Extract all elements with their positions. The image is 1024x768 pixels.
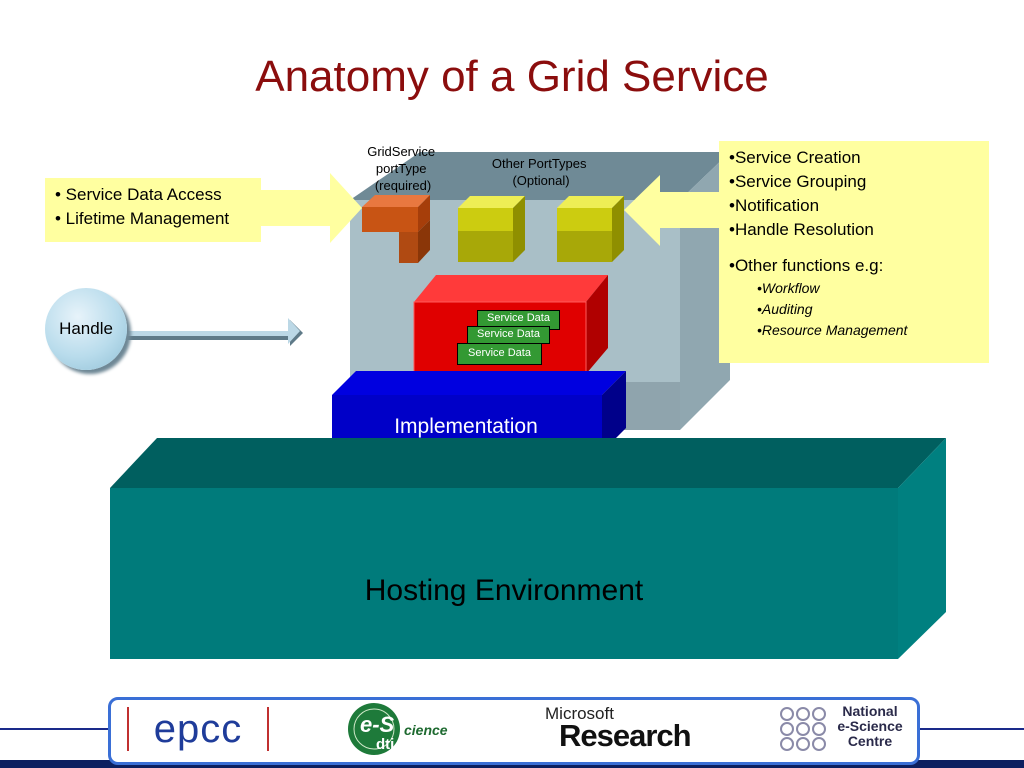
callout-item-lifetime-management: • Lifetime Management (55, 209, 230, 228)
callout-item-service-creation: •Service Creation (729, 148, 861, 167)
sub-item-workflow: •Workflow (757, 280, 820, 296)
nesc-logo: National e-Science Centre (779, 704, 909, 752)
hosting-environment-label: Hosting Environment (365, 574, 644, 607)
implementation-label: Implementation (394, 415, 538, 438)
gridservice-porttype-label: GridService portType (required) (367, 144, 439, 193)
other-porttypes-label: Other PortTypes (Optional) (492, 156, 590, 188)
handle-label: Handle (59, 319, 113, 338)
hosting-environment-block: Hosting Environment (110, 438, 946, 659)
callout-item-service-grouping: •Service Grouping (729, 172, 867, 191)
escience-globe-icon (348, 703, 400, 755)
gridservice-porttype-block (362, 195, 430, 263)
handle-arrow (124, 318, 303, 346)
handle-circle: Handle (45, 288, 127, 370)
sub-item-resource-management: •Resource Management (757, 322, 908, 338)
optional-porttype-block-2 (557, 196, 624, 262)
nesc-logo-text: National e-Science Centre (837, 703, 903, 749)
service-data-label-1: Service Data (477, 310, 560, 330)
right-callout-box: •Service Creation •Service Grouping •Not… (719, 141, 989, 363)
footer-line-right (916, 728, 1024, 730)
left-callout-arrow (260, 173, 362, 243)
left-callout-box: • Service Data Access • Lifetime Managem… (45, 178, 261, 242)
footer-line-left (0, 728, 108, 730)
right-callout-arrow (624, 175, 719, 246)
callout-item-notification: •Notification (729, 196, 820, 215)
callout-item-handle-resolution: •Handle Resolution (729, 220, 874, 239)
service-data-label-2: Service Data (467, 326, 550, 344)
nesc-circles-icon (780, 707, 826, 751)
page-title: Anatomy of a Grid Service (255, 52, 769, 101)
callout-item-other-functions: •Other functions e.g: (729, 256, 884, 275)
epcc-logo: epcc (127, 707, 269, 751)
callout-item-service-data-access: • Service Data Access (55, 185, 222, 204)
microsoft-research-logo: Microsoft Research (545, 704, 692, 753)
optional-porttype-block-1 (458, 196, 525, 262)
escience-dti-logo: e-S cience dti (346, 702, 456, 756)
service-data-label-3: Service Data (457, 343, 542, 365)
sub-item-auditing: •Auditing (757, 301, 813, 317)
